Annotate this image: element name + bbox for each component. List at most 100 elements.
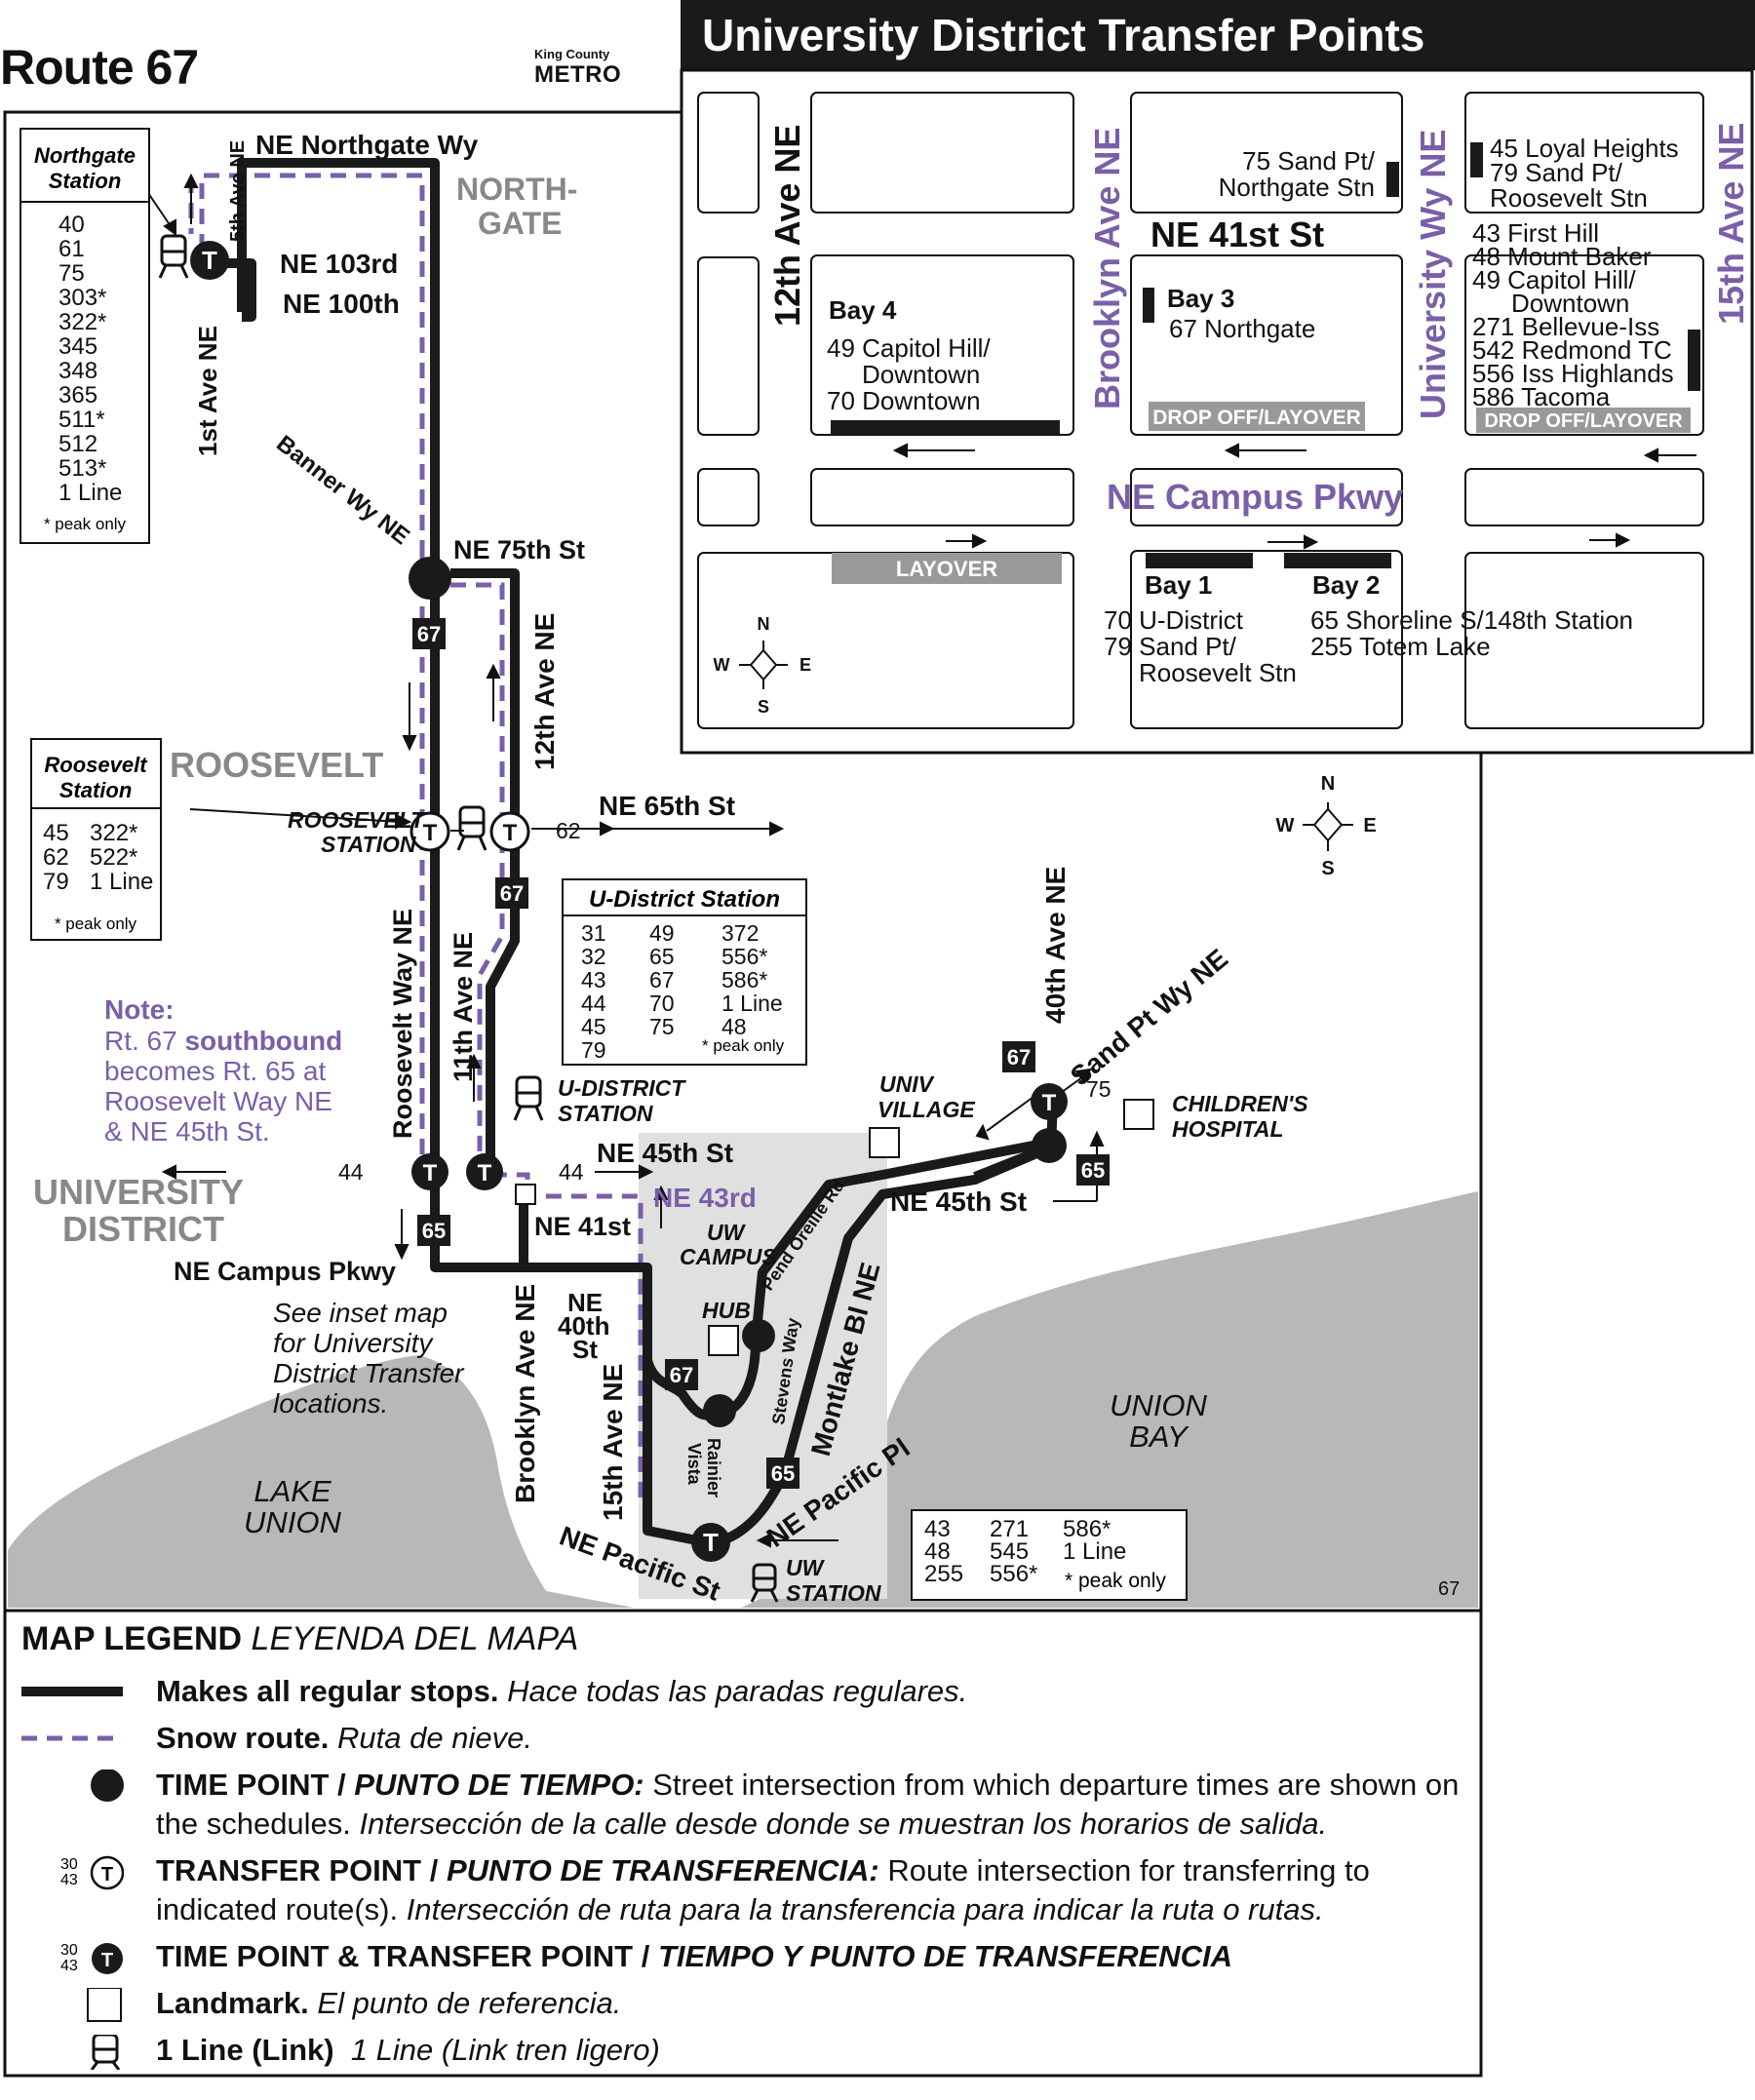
area-bay-a: UNION <box>1110 1388 1208 1422</box>
svg-text:65: 65 <box>771 1461 795 1486</box>
udistrict-route: 44 <box>581 991 606 1016</box>
label-65th: NE 65th St <box>599 791 735 821</box>
lbl-child-a: CHILDREN'S <box>1172 1091 1308 1116</box>
time-point-rainier <box>703 1394 736 1427</box>
transfer-points: T T T T T T T <box>190 241 1068 1562</box>
svg-text:U-District Station: U-District Station <box>589 886 780 913</box>
label-12th-ave: 12th Ave NE <box>529 613 560 770</box>
time-point-icon <box>91 1769 124 1802</box>
northgate-route: 512 <box>58 431 98 457</box>
lbl-uwst-a: UW <box>786 1555 826 1580</box>
svg-text:67: 67 <box>417 622 441 646</box>
inset-map: DROP OFF/LAYOVER DROP OFF/LAYOVER LAYOVE… <box>680 68 1754 755</box>
svg-text:65 Shoreline S/148th Station: 65 Shoreline S/148th Station <box>1310 605 1633 635</box>
lbl-univ-b: VILLAGE <box>878 1097 975 1122</box>
label-45th: NE 45th St <box>597 1138 733 1168</box>
badge-65-a: 65 <box>417 1215 450 1246</box>
svg-text:S: S <box>758 697 769 717</box>
svg-text:65: 65 <box>1081 1158 1105 1183</box>
legend-time-point: TIME POINT / PUNTO DE TIEMPO: Street int… <box>21 1766 1464 1844</box>
northgate-route: 322* <box>58 309 106 335</box>
svg-text:Roosevelt Way NE: Roosevelt Way NE <box>104 1086 332 1116</box>
page-title: Route 67 <box>0 40 199 95</box>
time-point-sandpt <box>1032 1128 1067 1163</box>
route-note: Note: Rt. 67 southbound becomes Rt. 65 a… <box>104 994 342 1147</box>
lbl-ud-b: STATION <box>558 1101 653 1126</box>
see-inset-note: See inset map for University District Tr… <box>273 1298 465 1419</box>
svg-text:49 Capitol Hill/: 49 Capitol Hill/ <box>827 333 991 363</box>
svg-text:* peak only: * peak only <box>44 515 127 533</box>
northgate-route: 75 <box>58 260 85 287</box>
svg-text:70 Downtown: 70 Downtown <box>827 386 981 415</box>
time-point-ne75th <box>409 557 451 600</box>
inset-univ-route: 43 First Hill <box>1472 218 1599 248</box>
udistrict-route: 67 <box>649 967 675 992</box>
snow-line-icon <box>21 1735 123 1741</box>
svg-text:W: W <box>714 655 730 675</box>
label-11th-ave: 11th Ave NE <box>448 932 478 1082</box>
udistrict-route: 48 <box>722 1014 747 1039</box>
svg-text:43: 43 <box>60 1958 78 1974</box>
svg-text:67: 67 <box>1007 1045 1031 1069</box>
uw-station-train-icon <box>750 1563 779 1603</box>
area-northgate-b: GATE <box>478 206 563 241</box>
svg-text:District Transfer: District Transfer <box>273 1358 465 1388</box>
label-rainier-b: Vista <box>684 1443 704 1486</box>
label-sand-pt: Sand Pt Wy NE <box>1065 943 1233 1091</box>
label-103rd: NE 103rd <box>280 249 398 279</box>
svg-text:T: T <box>478 1160 492 1186</box>
svg-text:12th Ave NE: 12th Ave NE <box>767 125 807 327</box>
svg-text:NE 41st St: NE 41st St <box>1150 214 1324 254</box>
map-legend: MAP LEGEND LEYENDA DEL MAPA Makes all re… <box>21 1620 1464 2078</box>
uw-route: 48 <box>924 1538 951 1565</box>
transfer-75: 75 <box>1086 1076 1112 1102</box>
udistrict-route: 556* <box>722 944 767 969</box>
label-northgate-wy: NE Northgate Wy <box>255 130 479 160</box>
landmark-icon <box>87 1988 122 2022</box>
udistrict-route: 75 <box>649 1014 675 1039</box>
transfer-roosevelt-w-icon: T <box>410 811 450 852</box>
transfer-44-w: 44 <box>338 1159 364 1185</box>
udistrict-route: 70 <box>649 991 675 1016</box>
area-udist-b: DISTRICT <box>62 1209 224 1249</box>
svg-text:45 Loyal Heights: 45 Loyal Heights <box>1490 134 1679 163</box>
transfer-62: 62 <box>556 818 581 843</box>
udistrict-route: 1 Line <box>722 991 783 1016</box>
svg-text:* peak only: * peak only <box>1065 1570 1166 1592</box>
compass-main-icon: N S E W <box>1276 773 1377 879</box>
inset-univ-route: 586 Tacoma <box>1472 382 1611 411</box>
hub-landmark <box>708 1325 739 1356</box>
legend-snow: Snow route. Ruta de nieve. <box>21 1719 1464 1758</box>
svg-text:Bay 1: Bay 1 <box>1145 570 1212 600</box>
uw-route: 1 Line <box>1063 1538 1126 1565</box>
svg-text:Bay 3: Bay 3 <box>1167 284 1234 313</box>
northgate-route: 513* <box>58 455 106 482</box>
transfer-44-e: 44 <box>559 1159 584 1185</box>
label-40th-c: St <box>572 1335 598 1364</box>
svg-text:Station: Station <box>49 169 122 193</box>
area-bay-b: BAY <box>1129 1419 1190 1454</box>
area-lake-b: UNION <box>244 1505 342 1539</box>
legend-link: 1 Line (Link) 1 Line (Link tren ligero) <box>21 2031 1464 2070</box>
svg-text:University Wy NE: University Wy NE <box>1413 130 1453 419</box>
label-brooklyn: Brooklyn Ave NE <box>510 1284 540 1503</box>
uw-route: 586* <box>1063 1516 1111 1542</box>
link-train-icon <box>90 2035 121 2070</box>
area-northgate-a: NORTH- <box>456 172 577 207</box>
svg-text:NE Campus Pkwy: NE Campus Pkwy <box>1107 477 1403 517</box>
svg-text:W: W <box>1276 815 1295 836</box>
area-udist-a: UNIVERSITY <box>33 1172 244 1212</box>
svg-text:79 Sand Pt/: 79 Sand Pt/ <box>1104 632 1237 661</box>
svg-text:E: E <box>800 655 811 675</box>
udistrict-route: 586* <box>722 967 767 992</box>
svg-text:15th Ave NE: 15th Ave NE <box>1711 123 1751 325</box>
label-41st: NE 41st <box>534 1212 631 1241</box>
northgate-route: 511* <box>58 407 105 433</box>
udistrict-route: 79 <box>581 1037 606 1063</box>
northgate-route: 345 <box>58 333 98 360</box>
badge-67-d: 67 <box>1002 1041 1035 1072</box>
svg-text:43: 43 <box>60 1872 78 1888</box>
svg-text:N: N <box>758 614 770 634</box>
